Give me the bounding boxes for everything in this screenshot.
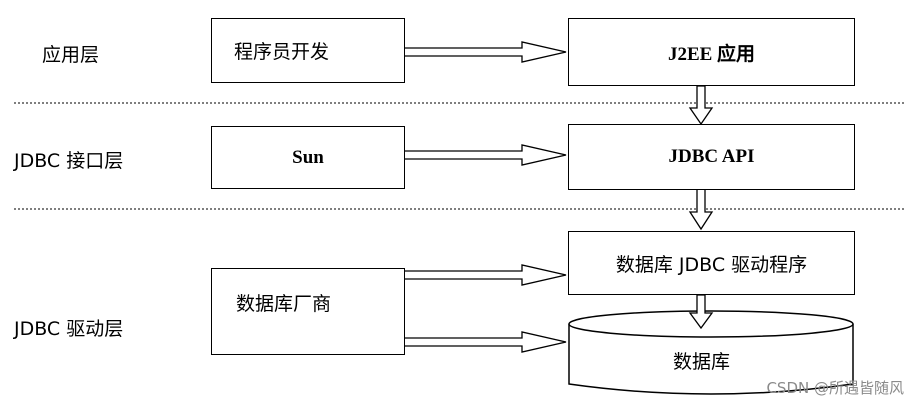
j2ee-app-box: J2EE 应用 xyxy=(568,18,855,86)
j2ee-app-label: J2EE 应用 xyxy=(667,43,756,65)
jdbc-driver-program-box: 数据库 JDBC 驱动程序 xyxy=(568,231,855,295)
database-label: 数据库 xyxy=(673,351,731,373)
db-vendor-label: 数据库厂商 xyxy=(236,293,332,315)
arrow-developer-to-j2ee xyxy=(403,41,567,63)
developer-label: 程序员开发 xyxy=(234,41,330,63)
arrow-sun-to-jdbc-api xyxy=(403,144,567,166)
layer-label-application: 应用层 xyxy=(42,44,100,66)
sun-box: Sun xyxy=(211,126,405,189)
layer-label-jdbc-driver: JDBC 驱动层 xyxy=(14,318,124,340)
arrow-j2ee-to-jdbc-api xyxy=(688,85,714,126)
layer-label-jdbc-interface: JDBC 接口层 xyxy=(14,150,124,172)
db-vendor-box: 数据库厂商 xyxy=(211,268,405,355)
jdbc-api-box: JDBC API xyxy=(568,124,855,190)
developer-box: 程序员开发 xyxy=(211,18,405,83)
jdbc-driver-program-label: 数据库 JDBC 驱动程序 xyxy=(615,253,808,276)
arrow-vendor-to-database xyxy=(403,331,567,353)
arrow-jdbc-api-to-driver xyxy=(688,188,714,231)
arrow-driver-to-database xyxy=(688,294,714,330)
sun-label: Sun xyxy=(292,146,324,168)
arrow-vendor-to-driver xyxy=(403,264,567,286)
database-cylinder xyxy=(568,310,854,395)
jdbc-api-label: JDBC API xyxy=(668,146,755,167)
watermark: CSDN @所遇皆随风 xyxy=(766,379,904,397)
